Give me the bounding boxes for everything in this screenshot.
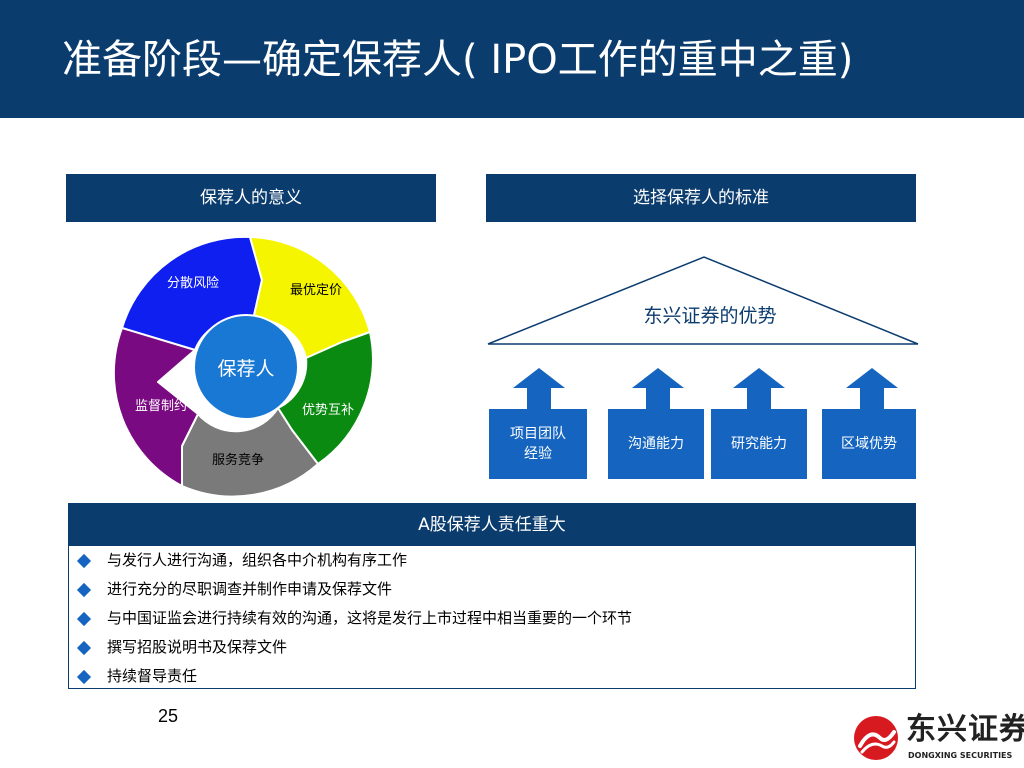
diamond-bullet-icon <box>76 640 92 655</box>
list-item: 进行充分的尽职调查并制作申请及保荐文件 <box>76 575 906 604</box>
arrow-up-icon <box>733 368 785 410</box>
list-item: 持续督导责任 <box>76 662 906 691</box>
roof-triangle <box>487 256 919 345</box>
pillar-communication: 沟通能力 <box>608 409 704 479</box>
segment-label-service: 服务竞争 <box>212 452 264 468</box>
responsibility-list: 与发行人进行沟通，组织各中介机构有序工作 进行充分的尽职调查并制作申请及保荐文件… <box>76 546 906 691</box>
diamond-bullet-icon <box>76 582 92 597</box>
diamond-bullet-icon <box>76 669 92 684</box>
responsibility-header: A股保荐人责任重大 <box>69 504 915 546</box>
sponsor-wheel-diagram: 保荐人 分散风险 最优定价 优势互补 服务竞争 监督制约 <box>112 235 374 498</box>
segment-label-risk: 分散风险 <box>167 276 219 291</box>
segment-label-pricing: 最优定价 <box>290 283 342 298</box>
pillar-research: 研究能力 <box>711 409 807 479</box>
list-item: 撰写招股说明书及保荐文件 <box>76 633 906 662</box>
segment-label-supervision: 监督制约 <box>135 399 187 414</box>
pillar-regional: 区域优势 <box>822 409 916 479</box>
list-item: 与中国证监会进行持续有效的沟通，这将是发行上市过程中相当重要的一个环节 <box>76 604 906 633</box>
roof-title: 东兴证券的优势 <box>643 305 777 327</box>
logo-subtitle: DONGXING SECURITIES <box>908 751 1013 760</box>
dongxing-logo-icon <box>854 716 898 760</box>
list-item: 与发行人进行沟通，组织各中介机构有序工作 <box>76 546 906 575</box>
pillar-team-experience: 项目团队 经验 <box>489 409 587 479</box>
arrow-up-icon <box>513 368 565 410</box>
criteria-header: 选择保荐人的标准 <box>486 174 916 222</box>
slide-title: 准备阶段—确定保荐人( IPO工作的重中之重) <box>62 37 854 83</box>
arrow-up-icon <box>846 368 898 410</box>
significance-header: 保荐人的意义 <box>66 174 436 222</box>
wheel-center-circle <box>193 314 299 420</box>
wheel-segment-purple <box>112 327 199 487</box>
logo-name: 东兴证券 <box>906 712 1024 747</box>
page-number: 25 <box>158 706 179 726</box>
arrow-up-icon <box>632 368 684 410</box>
diamond-bullet-icon <box>76 611 92 626</box>
segment-label-complement: 优势互补 <box>302 402 354 418</box>
title-bar <box>0 0 1024 118</box>
diamond-bullet-icon <box>76 553 92 568</box>
wheel-center-label: 保荐人 <box>217 358 274 380</box>
